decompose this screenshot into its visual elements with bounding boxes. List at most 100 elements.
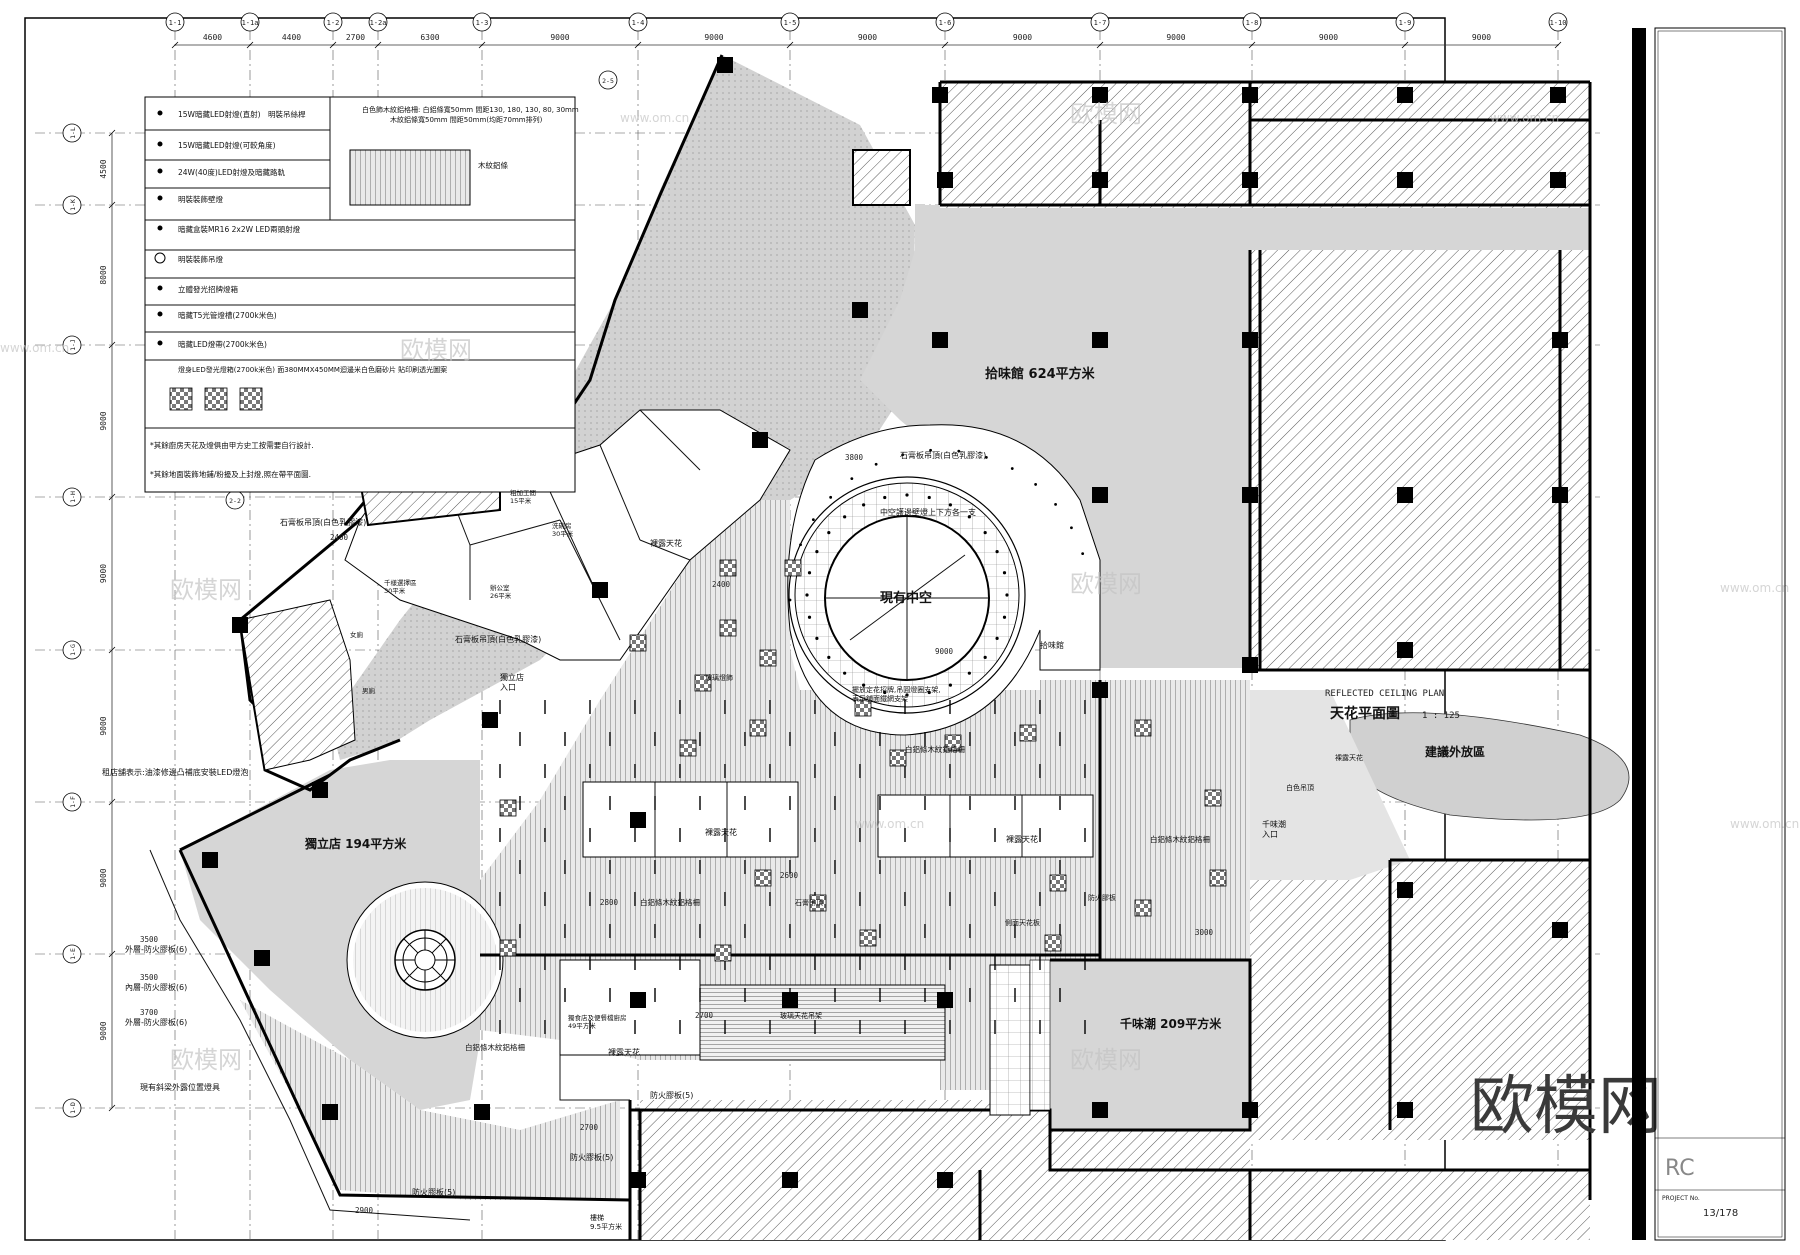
light-panels: [499, 559, 1227, 962]
legend-item-5: 暗藏盒裝MR16 2x2W LED兩頭射燈: [178, 224, 301, 234]
svg-text:2-2: 2-2: [229, 497, 241, 505]
indie-entry-label: 獨立店入口: [500, 672, 524, 692]
exposed-label-1: 裸露天花: [705, 827, 737, 837]
atrium-label: 現有中空: [880, 590, 932, 606]
toilet-male-label: 男廁: [362, 686, 376, 695]
svg-text:1-7: 1-7: [1094, 19, 1107, 27]
svg-text:1-9: 1-9: [1399, 19, 1412, 27]
grid-bubble-left: 1-G: [62, 640, 116, 660]
svg-text:1-F: 1-F: [69, 796, 77, 808]
grid-dim-top: 9000: [1166, 33, 1185, 42]
watermark-5: 欧模网: [170, 1046, 242, 1074]
dim-9000: 9000: [935, 647, 954, 656]
svg-text:1-5: 1-5: [784, 19, 797, 27]
legend-item-7: 立體發光招牌燈箱: [178, 284, 238, 294]
dim-2700a: 2700: [580, 1123, 599, 1132]
svg-text:1-8: 1-8: [1246, 19, 1259, 27]
wood-grille-label-3: 白鋁條木紋鋁格柵: [1150, 834, 1210, 844]
grid-dim-top: 9000: [1013, 33, 1032, 42]
fire-board-label-3: 外層-防火膠板(6): [125, 1017, 187, 1027]
fire-board-label-4: 防火膠板(5): [650, 1090, 693, 1100]
title-block: RC PROJECT No. 13/178: [1632, 27, 1786, 1241]
title-block-code: RC: [1665, 1156, 1695, 1181]
gypsum-label-3: 石膏板吊頂(白色乳膠漆): [455, 634, 541, 644]
dim-2900: 2900: [355, 1206, 374, 1215]
legend-item-8: 暗藏T5光管燈槽(2700k米色): [178, 310, 277, 320]
grid-dim-top: 9000: [1319, 33, 1338, 42]
grid-bubble-top: 1-4: [628, 12, 648, 49]
watermark-url-1: www.om.cn: [620, 111, 689, 125]
svg-text:1-4: 1-4: [632, 19, 645, 27]
columns: [202, 57, 1568, 1188]
legend-item-3: 24W(40度)LED射燈及暗藏路軌: [178, 167, 286, 177]
grid-bubble-top: 1-10: [1548, 12, 1568, 49]
fire-board-label-5: 防火膠板(5): [570, 1152, 613, 1162]
svg-text:1-10: 1-10: [1550, 19, 1567, 27]
grid-bubble-left: 1-E: [62, 944, 116, 964]
east-corridor-zone: [1250, 690, 1410, 880]
grid-bubble-top: 1-6: [935, 12, 955, 49]
legend-wood-label: 木紋鋁條: [478, 160, 508, 170]
fire-label: 防火膠板: [1088, 893, 1116, 902]
grid-ceiling-stair: [989, 964, 1031, 1116]
svg-text:1-2a: 1-2a: [370, 19, 387, 27]
dim-2600: 2600: [780, 871, 799, 880]
atrium-outer-ring: [788, 476, 1026, 714]
legend-table: [144, 96, 576, 493]
grid-dim-top: 2700: [346, 33, 365, 42]
grid-dim-top: 9000: [858, 33, 877, 42]
grid-dim-top: 4400: [282, 33, 301, 42]
southwest-striped-zone: [240, 1000, 620, 1200]
watermark-url-3: www.om.cn: [855, 817, 924, 831]
legend-item-6: 明裝裝飾吊燈: [178, 254, 223, 264]
exposed-label-4: 裸露天花: [608, 1047, 640, 1057]
grid-dim-left: 8000: [99, 265, 108, 284]
glass-top-label: 玻璃天花吊架: [780, 1011, 822, 1020]
svg-text:2-5: 2-5: [602, 77, 614, 85]
toilet-female-label: 女廁: [350, 630, 364, 639]
watermark-url-2: www.om.cn: [1490, 111, 1559, 125]
indie-shop-label: 獨立店 194平方米: [304, 836, 407, 851]
dim-3500a: 3500: [140, 935, 159, 944]
grid-dim-left: 9000: [99, 411, 108, 430]
exposed-ceiling-left: [582, 781, 799, 858]
dim-2400b: 2400: [712, 580, 731, 589]
glass-grid: [1029, 959, 1051, 1111]
hall-main-label: 拾味館 624平方米: [985, 366, 1096, 382]
svg-text:1-J: 1-J: [69, 339, 77, 351]
grid-bubble-left: 1-D: [62, 1098, 116, 1118]
main-hall-zone: [860, 250, 1250, 668]
fire-board-label-1: 外層-防火膠板(6): [125, 944, 187, 954]
atrium-note: 中空護邊壁燈上下方各一支: [880, 507, 976, 517]
grid-bubble-top: 1-2a: [368, 12, 388, 49]
legend-item-1: 15W暗藏LED射燈(直射): [178, 109, 261, 119]
svg-text:1-H: 1-H: [69, 491, 77, 503]
exposed-label-3: 裸露天花: [650, 538, 682, 548]
outdoor-label: 建議外放區: [1424, 744, 1485, 759]
grid-bubble-left: 1-F: [62, 792, 116, 812]
svg-text:1-E: 1-E: [69, 948, 77, 960]
dimension-labels: 2400 2400 3800 9000 3500 3500 3700 2800 …: [140, 453, 1214, 1215]
backlit-sample-1: [169, 387, 193, 411]
dim-3000: 3000: [1195, 928, 1214, 937]
dim-3800: 3800: [845, 453, 864, 462]
right-hatched-zone: [1250, 250, 1590, 670]
secondary-axis-bubble: 2-2: [225, 490, 245, 510]
legend-item-right: 明裝吊絲桿: [268, 109, 306, 119]
plan-title-cn: 天花平面圖: [1330, 705, 1400, 722]
legend-wood-note-2: 木紋鋁條寬50mm 間距50mm(均距70mm排列): [390, 115, 543, 124]
dim-2800: 2800: [600, 898, 619, 907]
watermark-url-6: www.om.cn: [1720, 581, 1789, 595]
grid-bubble-top: 1-1a: [240, 12, 260, 49]
grid-bubble-left: 1-H: [62, 487, 116, 507]
legend-item-4: 明裝裝飾壁燈: [178, 194, 223, 204]
grid-dim-left: 4500: [99, 159, 108, 178]
loading-dock-outline: [852, 149, 911, 206]
watermark-2: 欧模网: [170, 576, 242, 604]
svg-text:1-1: 1-1: [169, 19, 182, 27]
exposed-label-2: 裸露天花: [1006, 834, 1038, 844]
